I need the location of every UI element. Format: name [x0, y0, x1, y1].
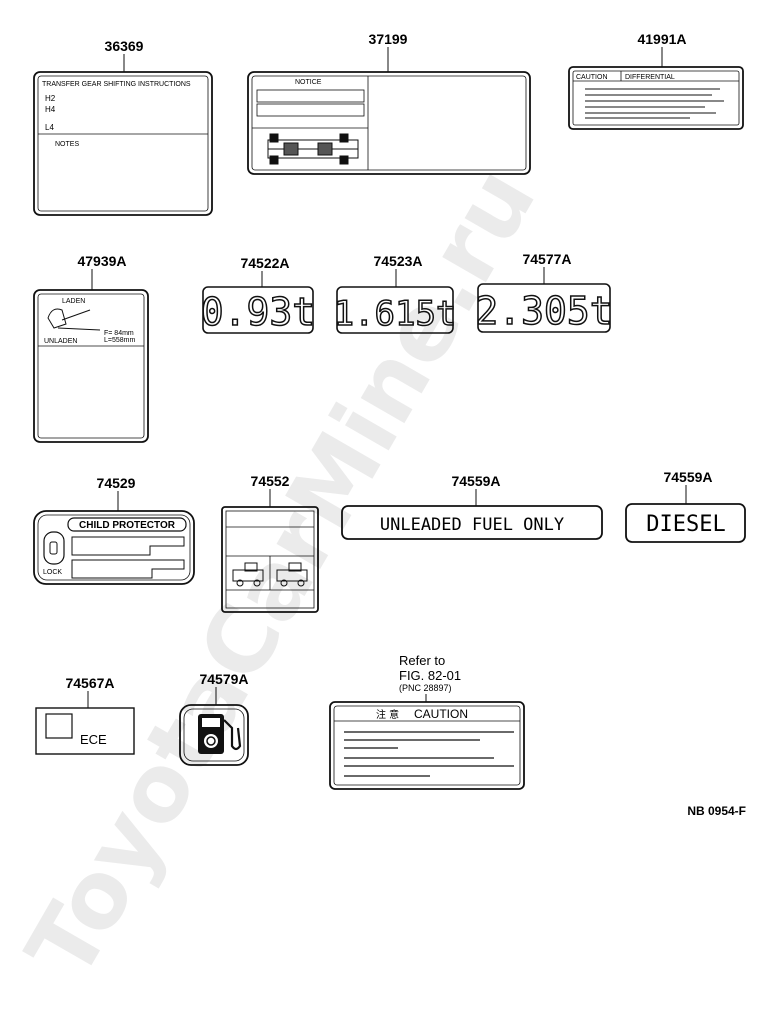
- label-74522A: 74522A 0.93t: [200, 255, 316, 335]
- label-74579A: 74579A: [179, 671, 249, 766]
- caution-text: CAUTION: [414, 707, 468, 721]
- ece-text: ECE: [80, 732, 107, 747]
- part-number-74567A: 74567A: [65, 675, 114, 691]
- laden-label: LADEN: [62, 298, 85, 305]
- diesel-text: DIESEL: [646, 512, 725, 537]
- truck-icon-right: [276, 562, 308, 587]
- part-number-74559A-unleaded: 74559A: [451, 473, 500, 489]
- label-37199: 37199 NOTICE: [247, 31, 531, 175]
- weight-1-615t: 1.615t: [334, 294, 457, 334]
- label-36369: 36369 TRANSFER GEAR SHIFTING INSTRUCTION…: [33, 38, 213, 216]
- label-41991A: 41991A CAUTION DIFFERENTIAL: [568, 31, 744, 130]
- part-number-74523A: 74523A: [373, 253, 422, 269]
- part-number-74522A: 74522A: [240, 255, 289, 271]
- label-74567A: 74567A ECE: [35, 675, 135, 755]
- shift-h4: H4: [45, 105, 56, 114]
- unladen-label: UNLADEN: [44, 338, 77, 345]
- part-number-36369: 36369: [105, 38, 144, 54]
- truck-icon-left: [232, 562, 264, 587]
- label-74523A: 74523A 1.615t: [333, 253, 457, 335]
- weight-0-93t: 0.93t: [201, 290, 315, 334]
- part-number-74579A: 74579A: [199, 671, 248, 687]
- lock-label: LOCK: [43, 569, 62, 576]
- differential-label: DIFFERENTIAL: [625, 74, 675, 81]
- part-number-37199: 37199: [369, 31, 408, 47]
- transfer-title: TRANSFER GEAR SHIFTING INSTRUCTIONS: [42, 81, 191, 88]
- watermark: ToyotaCarMine.ru: [6, 150, 556, 996]
- part-number-74529: 74529: [97, 475, 136, 491]
- notice-label: NOTICE: [295, 79, 322, 86]
- unleaded-fuel-text: UNLEADED FUEL ONLY: [380, 515, 564, 535]
- figure-code: NB 0954-F: [687, 804, 746, 818]
- child-protector-title: CHILD PROTECTOR: [79, 520, 176, 531]
- suspension-icon: [47, 308, 101, 331]
- l-value: L=558mm: [104, 337, 135, 344]
- caution-kanji: 注 意: [376, 708, 399, 721]
- refer-to-line: Refer to: [399, 653, 445, 668]
- part-number-74559A-diesel: 74559A: [663, 469, 712, 485]
- shift-h2: H2: [45, 94, 56, 103]
- weight-2-305t: 2.305t: [475, 289, 612, 333]
- label-74559A-diesel: 74559A DIESEL: [625, 469, 746, 543]
- label-74577A: 74577A 2.305t: [475, 251, 614, 334]
- label-caution-refer: Refer to FIG. 82-01 (PNC 28897) 注 意 CAUT…: [329, 653, 525, 790]
- part-number-47939A: 47939A: [77, 253, 126, 269]
- part-number-41991A: 41991A: [637, 31, 686, 47]
- refer-fig-line: FIG. 82-01: [399, 668, 461, 683]
- label-74529: 74529 CHILD PROTECTOR LOCK: [33, 475, 195, 585]
- label-47939A: 47939A LADEN UNLADEN F= 84mm L=558mm: [33, 253, 149, 443]
- part-number-74552: 74552: [251, 473, 290, 489]
- part-number-74577A: 74577A: [522, 251, 571, 267]
- label-74559A-unleaded: 74559A UNLEADED FUEL ONLY: [341, 473, 603, 540]
- label-74552: 74552: [221, 473, 319, 613]
- shift-l4: L4: [45, 123, 54, 132]
- caution-41991A: CAUTION: [576, 74, 608, 81]
- refer-pnc-line: (PNC 28897): [399, 683, 452, 693]
- f-value: F= 84mm: [104, 330, 134, 337]
- notes-label: NOTES: [55, 141, 79, 148]
- fuel-pump-icon: [198, 714, 242, 754]
- chassis-icon: [267, 133, 359, 165]
